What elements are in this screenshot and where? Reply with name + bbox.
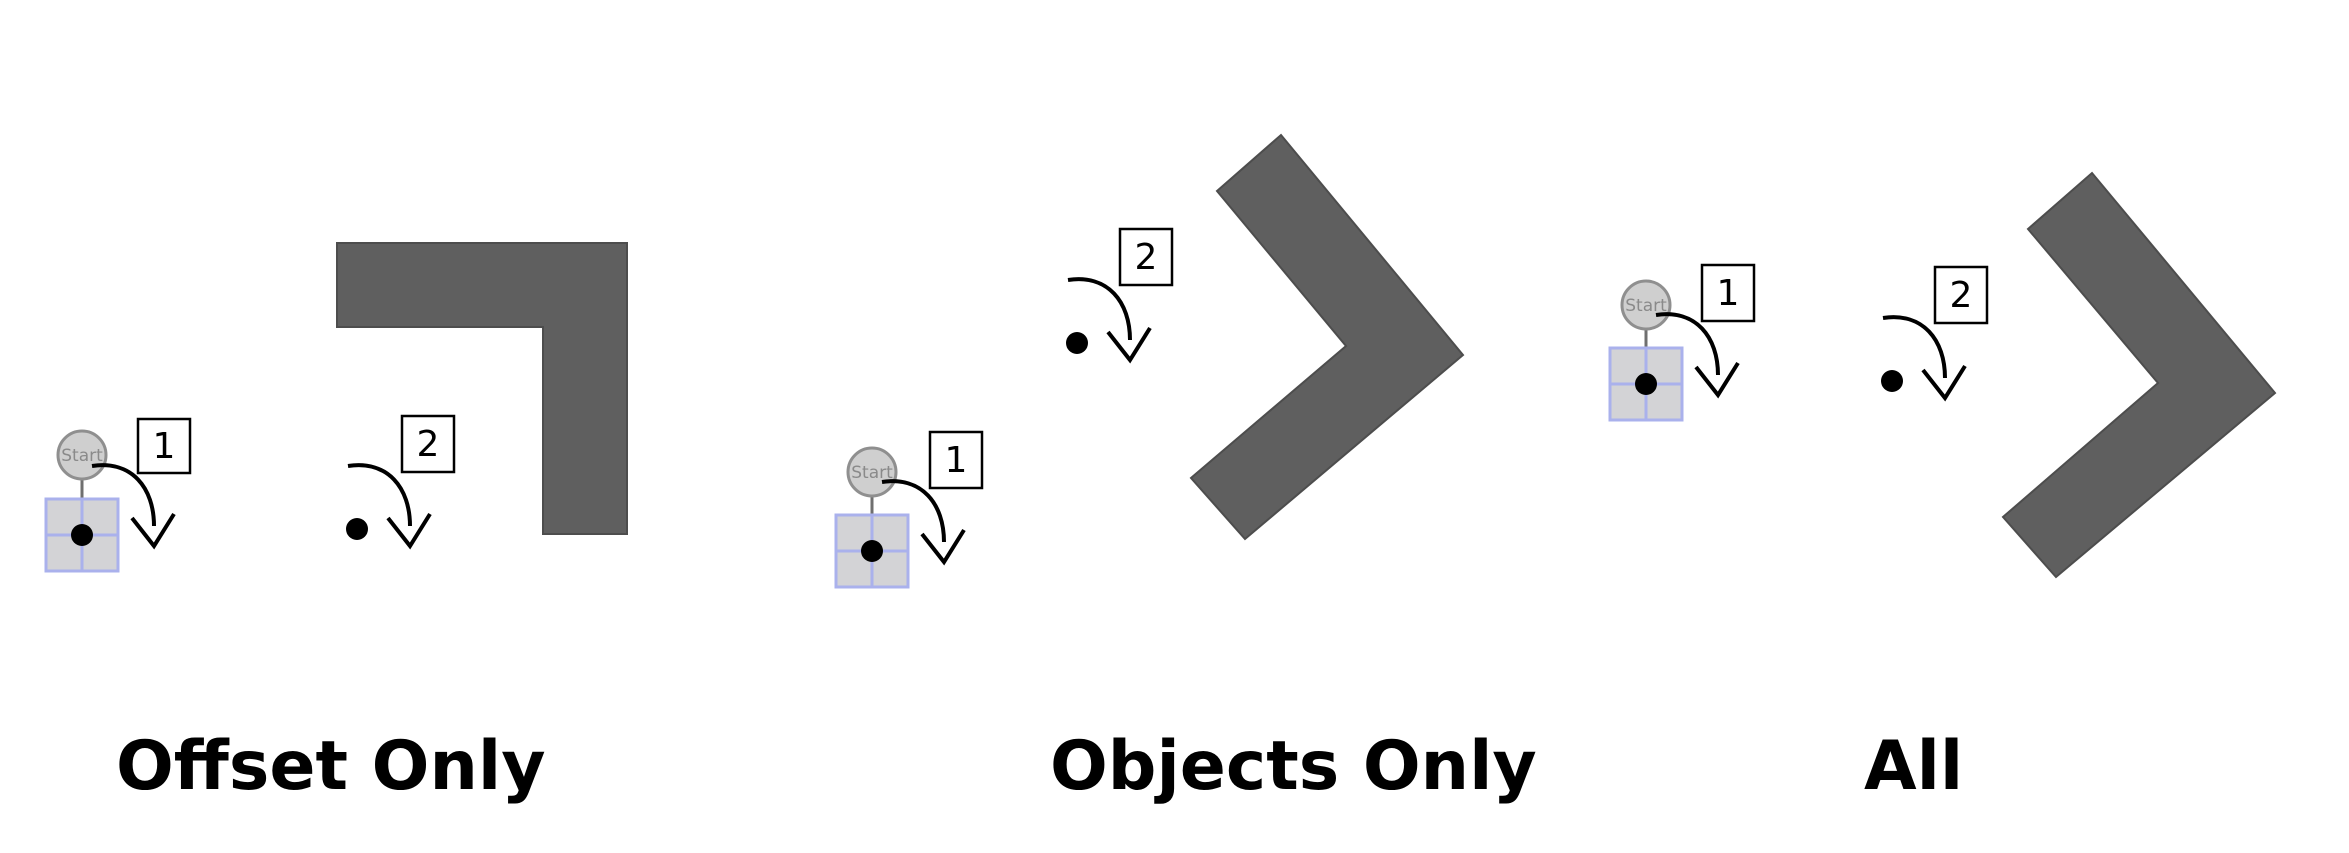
start-circle-icon (846, 446, 898, 498)
start-label: Start (1625, 296, 1667, 316)
svg-text:2: 2 (417, 424, 440, 465)
l-shaped-object (336, 242, 628, 535)
target-point-icon (861, 540, 883, 562)
step-badge: 2 (400, 414, 456, 474)
target-point-icon (346, 518, 368, 540)
l-shaped-object (1189, 133, 1465, 541)
start-circle-icon (1620, 279, 1672, 331)
robot-icon: Start (44, 429, 120, 573)
step-badge: 1 (1700, 263, 1756, 323)
target-point-icon (71, 524, 93, 546)
panel-offset-only: Start 1 2 (44, 242, 628, 573)
start-label: Start (61, 446, 103, 466)
step-badge: 1 (928, 430, 984, 490)
panel-all: Start 1 2 (1608, 171, 2277, 579)
l-shaped-object (2001, 171, 2277, 579)
panel-label-offset-only: Offset Only (116, 727, 546, 806)
svg-text:2: 2 (1950, 275, 1973, 316)
robot-icon: Start (1608, 279, 1684, 422)
panel-label-objects-only: Objects Only (1050, 727, 1537, 806)
svg-text:1: 1 (1717, 273, 1740, 314)
step-badge: 2 (1933, 265, 1989, 325)
start-label: Start (851, 463, 893, 483)
target-point-icon (1066, 332, 1088, 354)
robot-icon: Start (834, 446, 910, 589)
svg-text:1: 1 (945, 440, 968, 481)
panel-label-all: All (1864, 727, 1964, 806)
svg-text:1: 1 (153, 426, 176, 467)
step-badge: 2 (1118, 227, 1174, 287)
step-badge: 1 (136, 417, 192, 475)
target-point-icon (1635, 373, 1657, 395)
target-point-icon (1881, 370, 1903, 392)
panel-objects-only: Start 1 2 (834, 133, 1465, 589)
svg-text:2: 2 (1135, 237, 1158, 278)
